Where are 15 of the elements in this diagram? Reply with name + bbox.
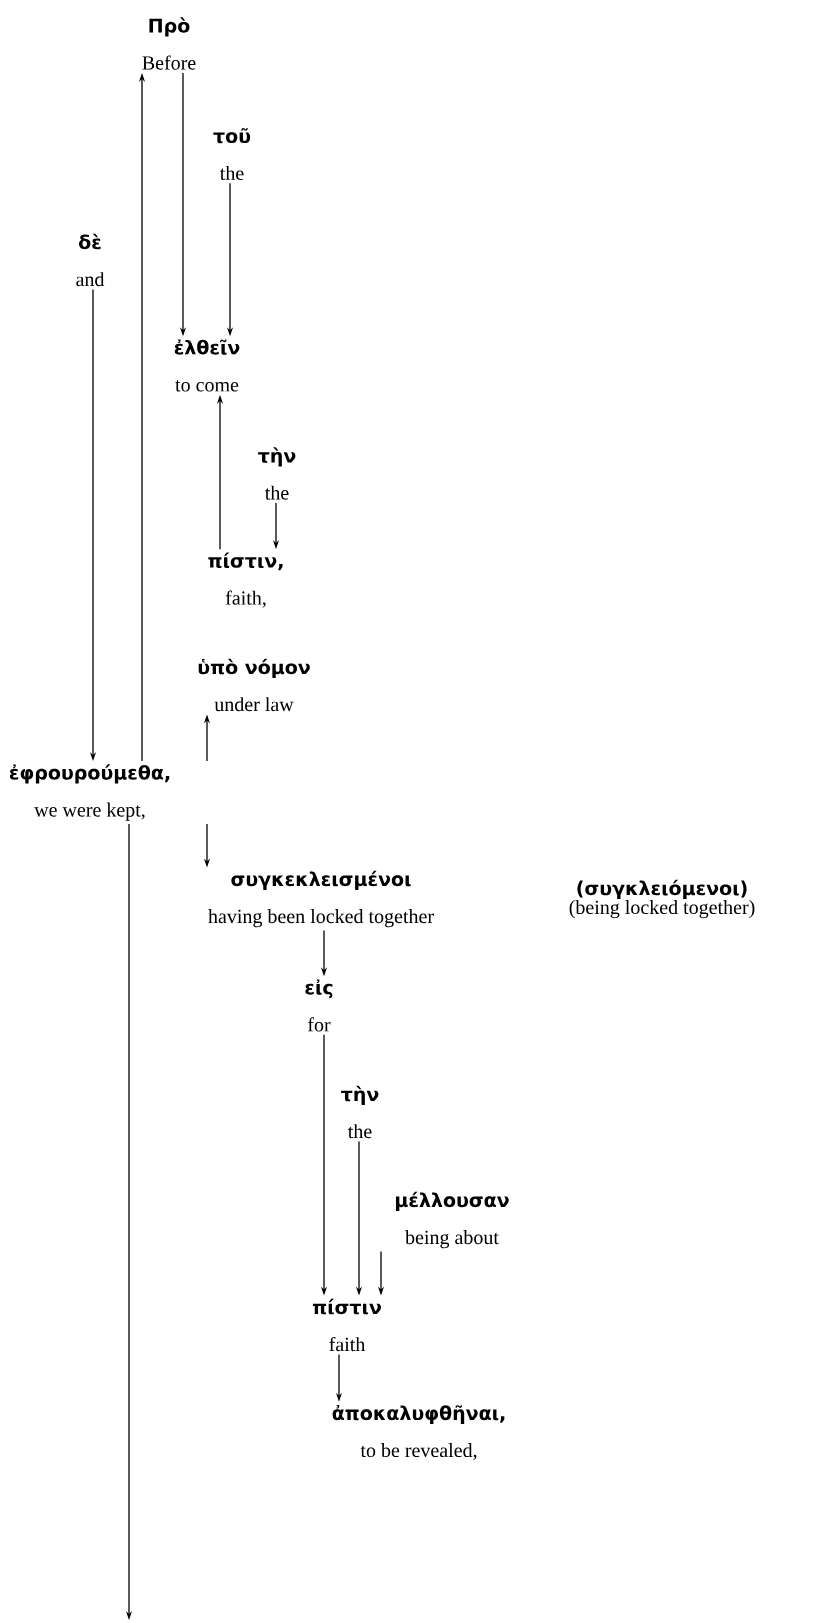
word-label: τὴν the bbox=[258, 447, 296, 500]
word-label: πίστιν faith bbox=[312, 1298, 381, 1352]
word-label: ἐλθεῖν to come bbox=[174, 339, 240, 392]
variant-reading: (συγκλειόμενοι) (being locked together) bbox=[569, 879, 755, 919]
word-label: τὴν the bbox=[341, 1085, 379, 1139]
word-label: Πρὸ Before bbox=[142, 17, 196, 70]
word-label: εἰς for bbox=[305, 979, 333, 1032]
word-label: ἐφρουρούμεθα, we were kept, bbox=[9, 764, 170, 821]
word-label: συγκεκλεισμένοι having been locked together bbox=[208, 870, 434, 928]
word-label: ὑπὸ νόμον under law bbox=[198, 658, 310, 712]
word-label: ἀποκαλυφθῆναι, to be revealed, bbox=[332, 1405, 505, 1460]
word-label: τοῦ the bbox=[213, 128, 251, 180]
word-label: πίστιν, faith, bbox=[208, 552, 283, 608]
word-label: δὲ and bbox=[76, 233, 105, 287]
word-label: μέλλουσαν being about bbox=[396, 1191, 509, 1249]
